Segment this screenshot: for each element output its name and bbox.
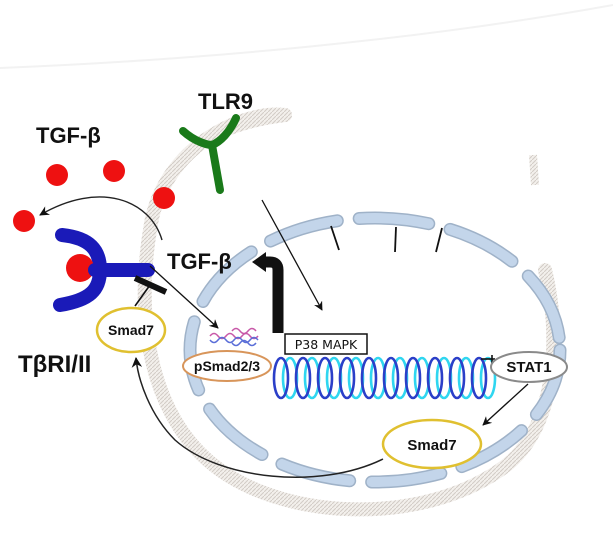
smad7-cytoplasm-label: Smad7	[108, 322, 154, 338]
smad7-cytoplasm-node: Smad7	[95, 306, 167, 354]
smad7-nucleus-ring	[381, 418, 483, 470]
tgfb-ligand-label: TGF-β	[36, 123, 101, 148]
dna-helix	[272, 356, 497, 400]
tgfb-product-label: TGF-β	[167, 249, 232, 274]
tgfb-receptor	[53, 228, 155, 312]
tlr9-to-p38-arrow	[261, 199, 323, 311]
nuclear-envelope-fill	[185, 213, 565, 487]
p38-label: P38 MAPK	[295, 337, 358, 352]
dna-turn	[382, 356, 400, 400]
dna-turn	[426, 356, 444, 400]
secretion-arrow	[39, 196, 163, 241]
dna-turn	[316, 356, 334, 400]
smad7-nucleus-label: Smad7	[407, 437, 456, 454]
tgfb-ligand-dot	[153, 187, 175, 209]
smad7-export-arrow	[131, 356, 384, 478]
p38-to-tgfb-arrow	[252, 252, 284, 333]
dna-turn	[360, 356, 378, 400]
tlr9-label: TLR9	[198, 89, 253, 114]
tgfb-ligands	[13, 160, 175, 232]
mrna-icon	[209, 327, 259, 347]
inhibition-line	[134, 284, 151, 307]
cell-membrane-arc-top	[198, 108, 292, 147]
psmad-node: pSmad2/3	[182, 350, 272, 382]
cell-membrane-fragment	[529, 154, 539, 186]
dna-turn	[448, 356, 466, 400]
tgfb-ligand-dot	[103, 160, 125, 182]
cell-membrane-faint-top	[0, 4, 613, 69]
stat1-to-smad7-arrow	[482, 383, 529, 426]
dna-turn	[272, 356, 290, 400]
smad7-nucleus-node: Smad7	[381, 418, 483, 470]
dna-turn	[479, 356, 497, 400]
nuclear-pore	[330, 225, 340, 251]
nuclear-envelope	[183, 211, 567, 489]
dna-turn	[338, 356, 356, 400]
smad7-ring	[95, 306, 167, 354]
p38-box	[284, 333, 368, 355]
stat1-ring	[490, 351, 568, 383]
psmad-ring	[182, 350, 272, 382]
inhibition-bar	[133, 275, 168, 295]
tlr9-stem	[208, 141, 224, 194]
dna-turn	[470, 356, 488, 400]
tgfb-ligand-dot	[46, 164, 68, 186]
receptor-to-psmad-arrow	[149, 265, 219, 329]
bound-tgfb-ligand	[66, 254, 94, 282]
smad7-inhibition	[133, 275, 168, 307]
cell-membrane	[0, 4, 613, 517]
dna-turn	[404, 356, 422, 400]
nuclear-pore	[435, 227, 443, 253]
receptor-label: TβRI/II	[18, 351, 91, 378]
psmad-label: pSmad2/3	[194, 358, 260, 374]
p38-mapk-node: P38 MAPK	[284, 333, 368, 355]
dna-turn	[294, 356, 312, 400]
stat1-label: STAT1	[506, 359, 551, 376]
stat1-node: STAT1	[481, 351, 568, 383]
tgfb-ligand-dot	[13, 210, 35, 232]
tlr9-receptor	[179, 114, 240, 194]
cell-membrane-arc	[137, 107, 561, 517]
nuclear-pore	[394, 226, 397, 253]
